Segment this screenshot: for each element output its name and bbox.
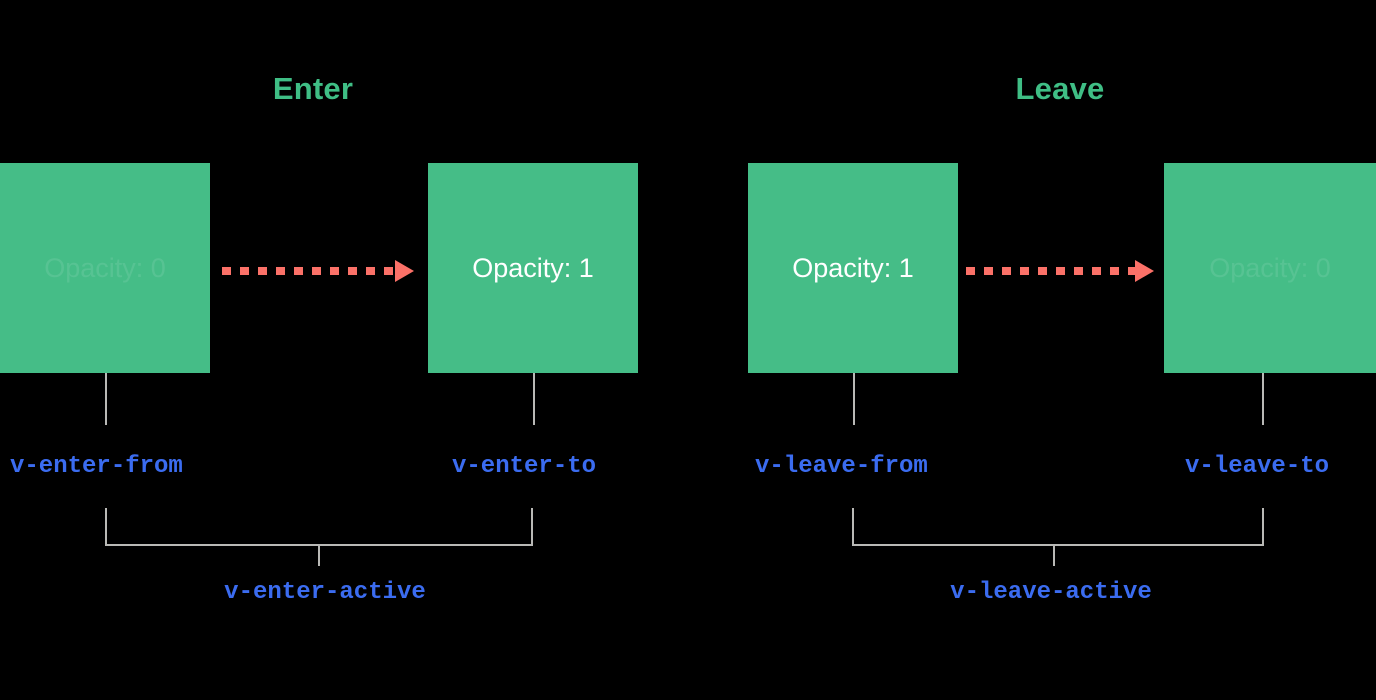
section-title-leave: Leave: [1015, 71, 1105, 106]
state-box-label: Opacity: 1: [792, 252, 914, 283]
arrow-head: [1135, 260, 1154, 282]
class-label-v-enter-from: v-enter-from: [10, 453, 183, 480]
transition-arrow-leave-icon: [966, 260, 1154, 282]
connector-tick-enter-to: [533, 373, 535, 425]
section-title-enter: Enter: [272, 71, 354, 106]
bracket-stem-v-leave-active: [1053, 546, 1055, 566]
connector-tick-leave-from: [853, 373, 855, 425]
class-label-v-enter-active: v-enter-active: [224, 579, 426, 606]
connector-tick-leave-to: [1262, 373, 1264, 425]
bracket-stem-v-enter-active: [318, 546, 320, 566]
connector-tick-enter-from: [105, 373, 107, 425]
bracket-v-enter-active: [105, 508, 533, 546]
arrow-shaft: [966, 267, 1136, 275]
state-box-enter-from: Opacity: 0: [0, 163, 210, 373]
class-label-v-leave-to: v-leave-to: [1185, 453, 1330, 480]
bracket-v-leave-active: [852, 508, 1264, 546]
state-box-enter-to: Opacity: 1: [428, 163, 638, 373]
state-box-leave-from: Opacity: 1: [748, 163, 958, 373]
class-label-v-enter-to: v-enter-to: [452, 453, 597, 480]
class-label-v-leave-from: v-leave-from: [755, 453, 928, 480]
transition-arrow-enter-icon: [222, 260, 414, 282]
arrow-head: [395, 260, 414, 282]
state-box-label: Opacity: 0: [1209, 252, 1331, 283]
arrow-shaft: [222, 267, 396, 275]
class-label-v-leave-active: v-leave-active: [950, 579, 1152, 606]
state-box-label: Opacity: 1: [472, 252, 594, 283]
state-box-leave-to: Opacity: 0: [1164, 163, 1376, 373]
state-box-label: Opacity: 0: [44, 252, 166, 283]
